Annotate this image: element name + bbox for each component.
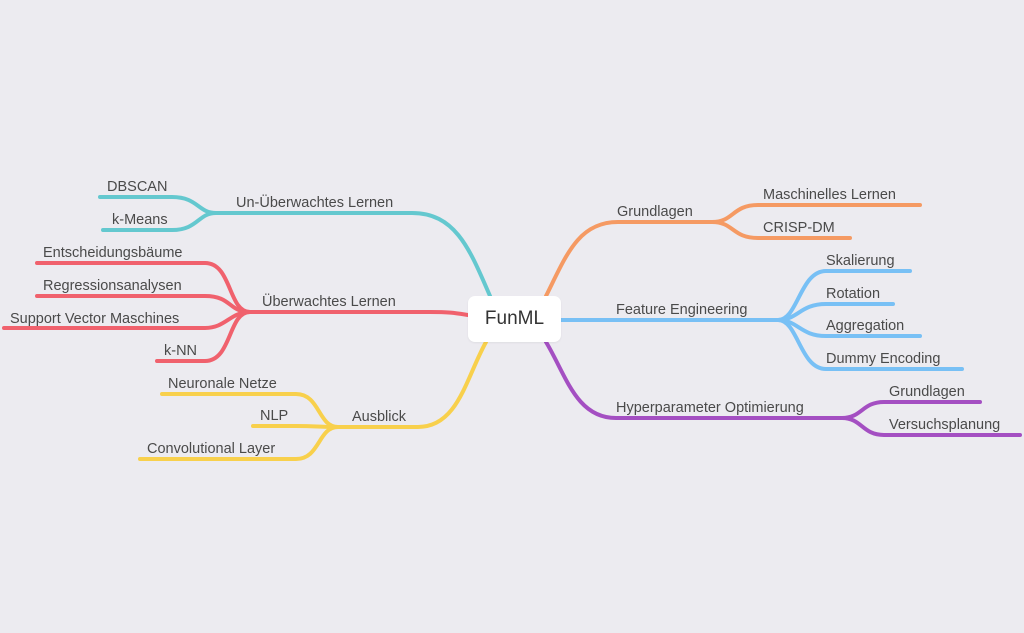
leaf-svm[interactable]: Support Vector Maschines	[2, 310, 252, 330]
leaf-aggregation[interactable]: Aggregation	[776, 318, 922, 338]
connector-root-outlook	[336, 340, 488, 429]
branch-label-supervised[interactable]: Überwachtes Lernen	[262, 292, 396, 310]
leaf-label-neuronale-netze[interactable]: Neuronale Netze	[168, 376, 277, 392]
branch-unsupervised[interactable]: Un-Überwachtes Lernen	[214, 193, 492, 298]
leaf-versuchsplanung[interactable]: Versuchsplanung	[840, 416, 1022, 437]
leaf-label-rotation[interactable]: Rotation	[826, 286, 880, 302]
connector-dummy-encoding	[776, 318, 964, 371]
connector-versuchsplanung	[840, 416, 1022, 437]
connector-regressionsanalysen	[35, 294, 252, 314]
leaf-label-regressionsanalysen[interactable]: Regressionsanalysen	[43, 278, 182, 294]
branch-label-feature-engineering[interactable]: Feature Engineering	[616, 302, 747, 318]
leaf-label-versuchsplanung[interactable]: Versuchsplanung	[889, 417, 1000, 433]
branch-hyperparameter[interactable]: Hyperparameter Optimierung	[544, 340, 844, 420]
leaf-label-hp-grundlagen[interactable]: Grundlagen	[889, 384, 965, 400]
branch-supervised[interactable]: Überwachtes Lernen	[248, 292, 470, 317]
branch-label-hyperparameter[interactable]: Hyperparameter Optimierung	[616, 400, 804, 416]
connector-convolutional-layer	[138, 425, 340, 461]
leaf-convolutional-layer[interactable]: Convolutional Layer	[138, 425, 340, 461]
branch-basics[interactable]: Grundlagen	[544, 204, 714, 298]
leaf-label-skalierung[interactable]: Skalierung	[826, 253, 895, 269]
branch-outlook[interactable]: Ausblick	[336, 340, 488, 429]
branch-label-basics[interactable]: Grundlagen	[617, 204, 693, 220]
connector-dbscan	[98, 195, 218, 215]
leaf-label-aggregation[interactable]: Aggregation	[826, 318, 904, 334]
leaf-label-knn[interactable]: k-NN	[164, 343, 197, 359]
leaf-label-svm[interactable]: Support Vector Maschines	[10, 311, 179, 327]
leaf-label-kmeans[interactable]: k-Means	[112, 212, 168, 228]
connector-root-unsupervised	[214, 211, 492, 298]
leaf-label-dummy-encoding[interactable]: Dummy Encoding	[826, 351, 940, 367]
leaf-label-crisp-dm[interactable]: CRISP-DM	[763, 220, 835, 236]
connector-nlp	[251, 424, 340, 429]
branch-label-unsupervised[interactable]: Un-Überwachtes Lernen	[236, 193, 393, 211]
connector-crisp-dm	[710, 220, 852, 240]
connector-neuronale-netze	[160, 392, 340, 429]
leaf-dbscan[interactable]: DBSCAN	[98, 179, 218, 215]
leaf-label-dbscan[interactable]: DBSCAN	[107, 179, 167, 195]
leaf-hp-grundlagen[interactable]: Grundlagen	[840, 384, 982, 420]
connector-hp-grundlagen	[840, 400, 982, 420]
connector-kmeans	[101, 211, 218, 232]
connector-root-supervised	[248, 310, 470, 317]
connector-knn	[155, 310, 252, 363]
branch-feature-engineering[interactable]: Feature Engineering	[559, 302, 780, 322]
leaf-maschinelles-lernen[interactable]: Maschinelles Lernen	[710, 187, 922, 224]
leaf-neuronale-netze[interactable]: Neuronale Netze	[160, 376, 340, 429]
leaf-label-nlp[interactable]: NLP	[260, 408, 288, 424]
leaf-crisp-dm[interactable]: CRISP-DM	[710, 220, 852, 240]
leaf-kmeans[interactable]: k-Means	[101, 211, 218, 232]
branch-label-outlook[interactable]: Ausblick	[352, 409, 407, 425]
leaf-label-convolutional-layer[interactable]: Convolutional Layer	[147, 441, 275, 457]
connector-root-hyperparameter	[544, 340, 844, 420]
root-node[interactable]: FunML	[468, 296, 561, 342]
leaf-regressionsanalysen[interactable]: Regressionsanalysen	[35, 278, 252, 314]
connector-root-basics	[544, 220, 714, 298]
leaf-label-entscheidungsbaeume[interactable]: Entscheidungsbäume	[43, 245, 182, 261]
leaf-dummy-encoding[interactable]: Dummy Encoding	[776, 318, 964, 371]
leaf-label-maschinelles-lernen[interactable]: Maschinelles Lernen	[763, 187, 896, 203]
leaf-knn[interactable]: k-NN	[155, 310, 252, 363]
